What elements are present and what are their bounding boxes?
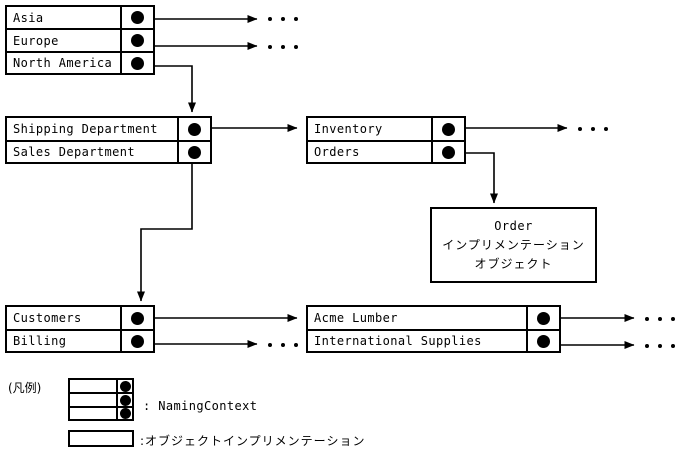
- object-implementation-order[interactable]: Order インプリメンテーション オブジェクト: [430, 207, 597, 283]
- table-row[interactable]: Acme Lumber: [308, 307, 559, 331]
- table-row[interactable]: Billing: [7, 331, 153, 351]
- binding-dot-cell[interactable]: [526, 307, 559, 329]
- naming-context-entry-label: Orders: [314, 145, 360, 159]
- binding-dot-icon: [131, 334, 144, 348]
- ellipsis-dot: [281, 17, 285, 21]
- binding-dot-icon: [119, 380, 131, 392]
- ellipsis-dot: [294, 343, 298, 347]
- table-row[interactable]: International Supplies: [308, 331, 559, 351]
- table-row[interactable]: Sales Department: [7, 142, 210, 162]
- ellipsis-dot: [268, 343, 272, 347]
- legend-sample-label: [70, 394, 116, 406]
- naming-context-suppliers[interactable]: Acme Lumber International Supplies: [306, 305, 561, 353]
- table-row[interactable]: North America: [7, 53, 153, 73]
- legend-naming-context-sample: [68, 378, 134, 421]
- binding-dot-icon: [119, 408, 131, 419]
- wire-sales-to-customers: [137, 164, 193, 302]
- legend-heading: (凡例): [8, 381, 42, 395]
- legend-sample-row: [70, 408, 132, 419]
- legend-sample-label: [70, 380, 116, 392]
- naming-context-entry-label: Customers: [13, 311, 82, 325]
- ellipsis-dot: [671, 317, 675, 321]
- naming-context-entry-label: North America: [13, 56, 113, 70]
- ellipsis-dot: [604, 127, 608, 131]
- ellipsis-dot: [658, 317, 662, 321]
- ellipsis-dot: [645, 344, 649, 348]
- ellipsis-dot: [268, 17, 272, 21]
- legend-object-implementation-sample: [68, 430, 134, 447]
- impl-line-order: Order: [494, 218, 533, 233]
- naming-context-entry-label: Sales Department: [13, 145, 135, 159]
- table-row[interactable]: Europe: [7, 30, 153, 53]
- binding-dot-cell[interactable]: [120, 30, 153, 51]
- binding-dot-cell: [116, 380, 132, 392]
- binding-dot-icon: [188, 122, 201, 136]
- binding-dot-icon: [131, 56, 144, 70]
- table-row[interactable]: Asia: [7, 7, 153, 30]
- binding-dot-icon: [537, 334, 550, 348]
- table-row[interactable]: Inventory: [308, 118, 464, 142]
- impl-line-implementation: インプリメンテーション: [442, 237, 585, 252]
- legend-sample-row: [70, 380, 132, 394]
- ellipsis-dot: [294, 45, 298, 49]
- binding-dot-icon: [131, 11, 144, 24]
- binding-dot-icon: [131, 34, 144, 47]
- naming-context-entry-label: Europe: [13, 33, 59, 48]
- binding-dot-icon: [442, 145, 455, 159]
- ellipsis-inventory: [578, 124, 608, 134]
- binding-dot-cell[interactable]: [120, 331, 153, 351]
- binding-dot-cell[interactable]: [431, 118, 464, 140]
- wire-orders-to-order-impl: [466, 152, 498, 204]
- ellipsis-dot: [294, 17, 298, 21]
- naming-context-entry-label: Billing: [13, 334, 67, 348]
- binding-dot-icon: [442, 122, 455, 136]
- naming-context-entry-label: Asia: [13, 10, 44, 25]
- ellipsis-dot: [671, 344, 675, 348]
- table-row[interactable]: Orders: [308, 142, 464, 162]
- binding-dot-icon: [119, 394, 131, 406]
- naming-context-regions[interactable]: Asia Europe North America: [5, 5, 155, 75]
- ellipsis-international: [645, 341, 675, 351]
- binding-dot-cell: [116, 394, 132, 406]
- naming-context-entry-label: Shipping Department: [13, 122, 158, 136]
- ellipsis-dot: [268, 45, 272, 49]
- table-row[interactable]: Shipping Department: [7, 118, 210, 142]
- ellipsis-billing: [268, 340, 298, 350]
- naming-context-entry-label: International Supplies: [314, 334, 482, 348]
- binding-dot-icon: [537, 311, 550, 325]
- binding-dot-cell: [116, 408, 132, 419]
- legend-object-implementation-label: :オブジェクトインプリメンテーション: [140, 434, 366, 448]
- binding-dot-icon: [131, 311, 144, 325]
- naming-context-departments[interactable]: Shipping Department Sales Department: [5, 116, 212, 164]
- ellipsis-europe: [268, 42, 298, 52]
- ellipsis-dot: [658, 344, 662, 348]
- naming-context-entry-label: Acme Lumber: [314, 311, 398, 325]
- binding-dot-cell[interactable]: [177, 142, 210, 162]
- binding-dot-cell[interactable]: [526, 331, 559, 351]
- binding-dot-cell[interactable]: [120, 307, 153, 329]
- legend-naming-context-label: : NamingContext: [143, 399, 258, 413]
- ellipsis-dot: [591, 127, 595, 131]
- legend-sample-row: [70, 394, 132, 408]
- ellipsis-dot: [578, 127, 582, 131]
- naming-context-customers-billing[interactable]: Customers Billing: [5, 305, 155, 353]
- naming-context-inventory-orders[interactable]: Inventory Orders: [306, 116, 466, 164]
- binding-dot-icon: [188, 145, 201, 159]
- legend-sample-label: [70, 408, 116, 419]
- ellipsis-acme: [645, 314, 675, 324]
- binding-dot-cell[interactable]: [120, 7, 153, 28]
- wire-northamerica-to-departments: [155, 65, 196, 113]
- impl-line-object: オブジェクト: [474, 256, 553, 271]
- binding-dot-cell[interactable]: [431, 142, 464, 162]
- ellipsis-dot: [281, 343, 285, 347]
- naming-context-entry-label: Inventory: [314, 122, 383, 136]
- ellipsis-dot: [281, 45, 285, 49]
- table-row[interactable]: Customers: [7, 307, 153, 331]
- ellipsis-asia: [268, 14, 298, 24]
- binding-dot-cell[interactable]: [120, 53, 153, 73]
- ellipsis-dot: [645, 317, 649, 321]
- binding-dot-cell[interactable]: [177, 118, 210, 140]
